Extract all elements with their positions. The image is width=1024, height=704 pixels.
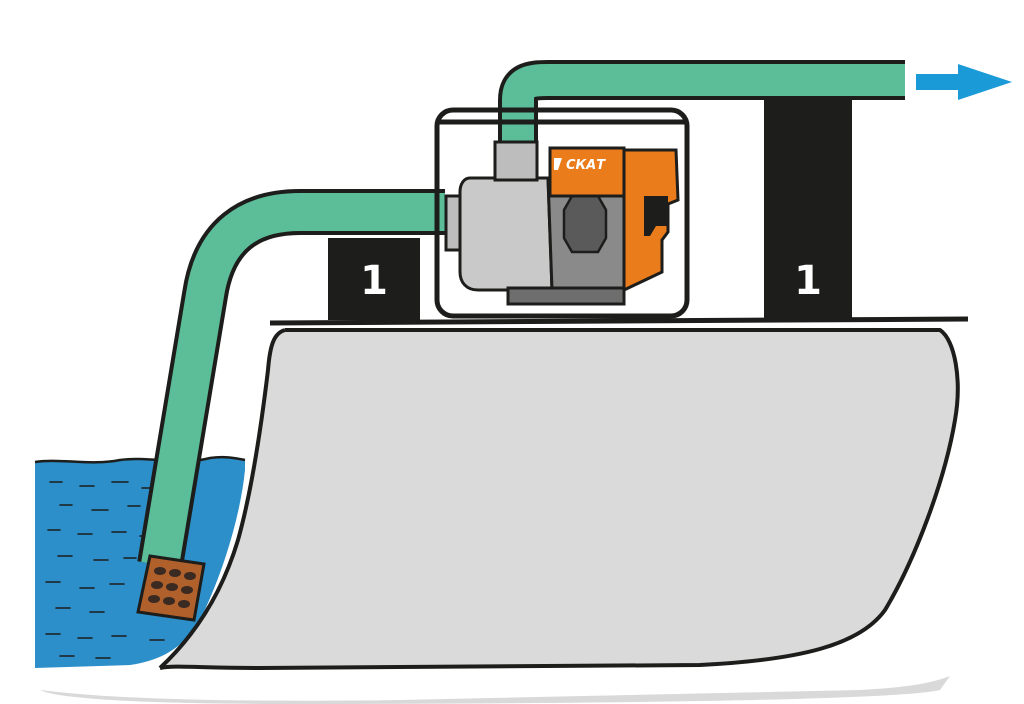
flow-direction-arrow-icon: [916, 64, 1012, 100]
support-left-label: 1: [360, 258, 388, 304]
support-block-right: 1: [764, 100, 852, 320]
intake-filter: [136, 554, 206, 622]
brand-logo-icon: [554, 158, 562, 170]
pump-base: [506, 286, 626, 306]
motor-pump: СКАТ: [434, 107, 690, 319]
pump-body: [458, 176, 554, 292]
ground-bank: [158, 316, 969, 670]
support-block-left: 1: [328, 238, 420, 320]
ground-shadow: [40, 676, 950, 704]
support-right-label: 1: [794, 258, 822, 304]
discharge-hose: [498, 60, 905, 150]
discharge-neck: [493, 140, 539, 182]
pump-frame: [434, 107, 690, 319]
brand-logo-text: СКАТ: [566, 158, 606, 173]
suction-hose: [137, 189, 445, 569]
engine-handle: [644, 196, 668, 236]
